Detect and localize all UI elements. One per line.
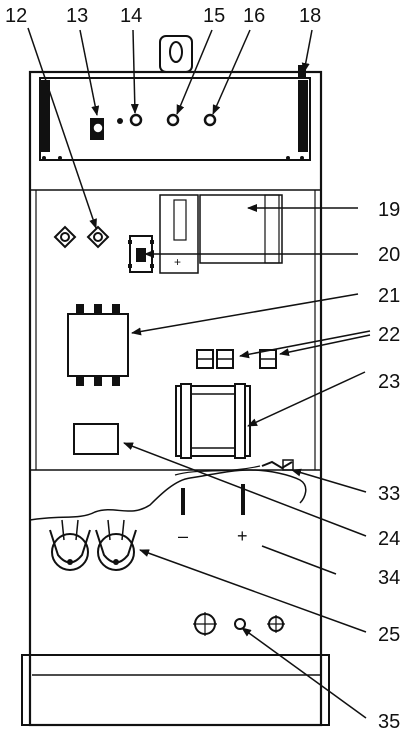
mounting-tab (159, 35, 193, 73)
leader-35 (241, 627, 367, 719)
leader-34 (261, 545, 337, 575)
relay (67, 304, 129, 386)
minus-mark: – (178, 526, 188, 546)
fuse-holder (128, 235, 154, 273)
plus-mark: + (237, 526, 248, 546)
torn-edge-top (174, 465, 261, 476)
leader-23 (247, 371, 366, 427)
callout-18: 18 (299, 5, 321, 27)
leader-15 (176, 29, 213, 115)
leader-22a (239, 330, 371, 359)
callout-14: 14 (120, 5, 142, 27)
callout-21: 21 (378, 285, 400, 307)
callout-23: 23 (378, 371, 400, 393)
control-module (73, 423, 119, 455)
callout-35: 35 (378, 711, 400, 733)
leader-18 (301, 29, 313, 73)
callout-labels: 12 13 14 15 16 18 19 20 21 22 23 33 24 3… (5, 5, 400, 733)
battery-terminals: – + (178, 484, 248, 546)
callout-33: 33 (378, 483, 400, 505)
callout-25: 25 (378, 624, 400, 646)
sensor-clip (261, 459, 294, 471)
leader-16 (212, 29, 251, 115)
leader-13 (79, 29, 100, 116)
leader-12 (27, 27, 97, 229)
leader-21 (131, 293, 359, 336)
transformer-block: + (159, 194, 283, 274)
callout-13: 13 (66, 5, 88, 27)
torn-edge (29, 469, 307, 521)
callout-24: 24 (378, 528, 400, 550)
callout-12: 12 (5, 5, 27, 27)
connector-blocks (196, 349, 277, 369)
main-switch (90, 118, 104, 140)
small-plus-mark: + (174, 255, 181, 269)
terminal-pair (53, 225, 110, 249)
indicator-lamp-15 (166, 113, 180, 127)
callout-22: 22 (378, 324, 400, 346)
callout-34: 34 (378, 567, 400, 589)
callout-16: 16 (243, 5, 265, 27)
callout-15: 15 (203, 5, 225, 27)
cable-glands (193, 612, 285, 636)
indicator-lamp-16 (203, 113, 217, 127)
capacitors (49, 519, 137, 571)
leader-14 (130, 29, 139, 114)
leader-lines (27, 27, 371, 719)
base-plate (21, 654, 330, 726)
indicator-lamp-14 (129, 113, 143, 127)
control-dot (117, 118, 123, 124)
callout-19: 19 (378, 199, 400, 221)
leader-25 (139, 549, 367, 633)
leader-24 (123, 442, 367, 537)
callout-20: 20 (378, 244, 400, 266)
control-panel (39, 65, 311, 161)
leader-22b (279, 334, 371, 357)
choke-coil (175, 383, 251, 459)
leader-33 (291, 468, 367, 493)
